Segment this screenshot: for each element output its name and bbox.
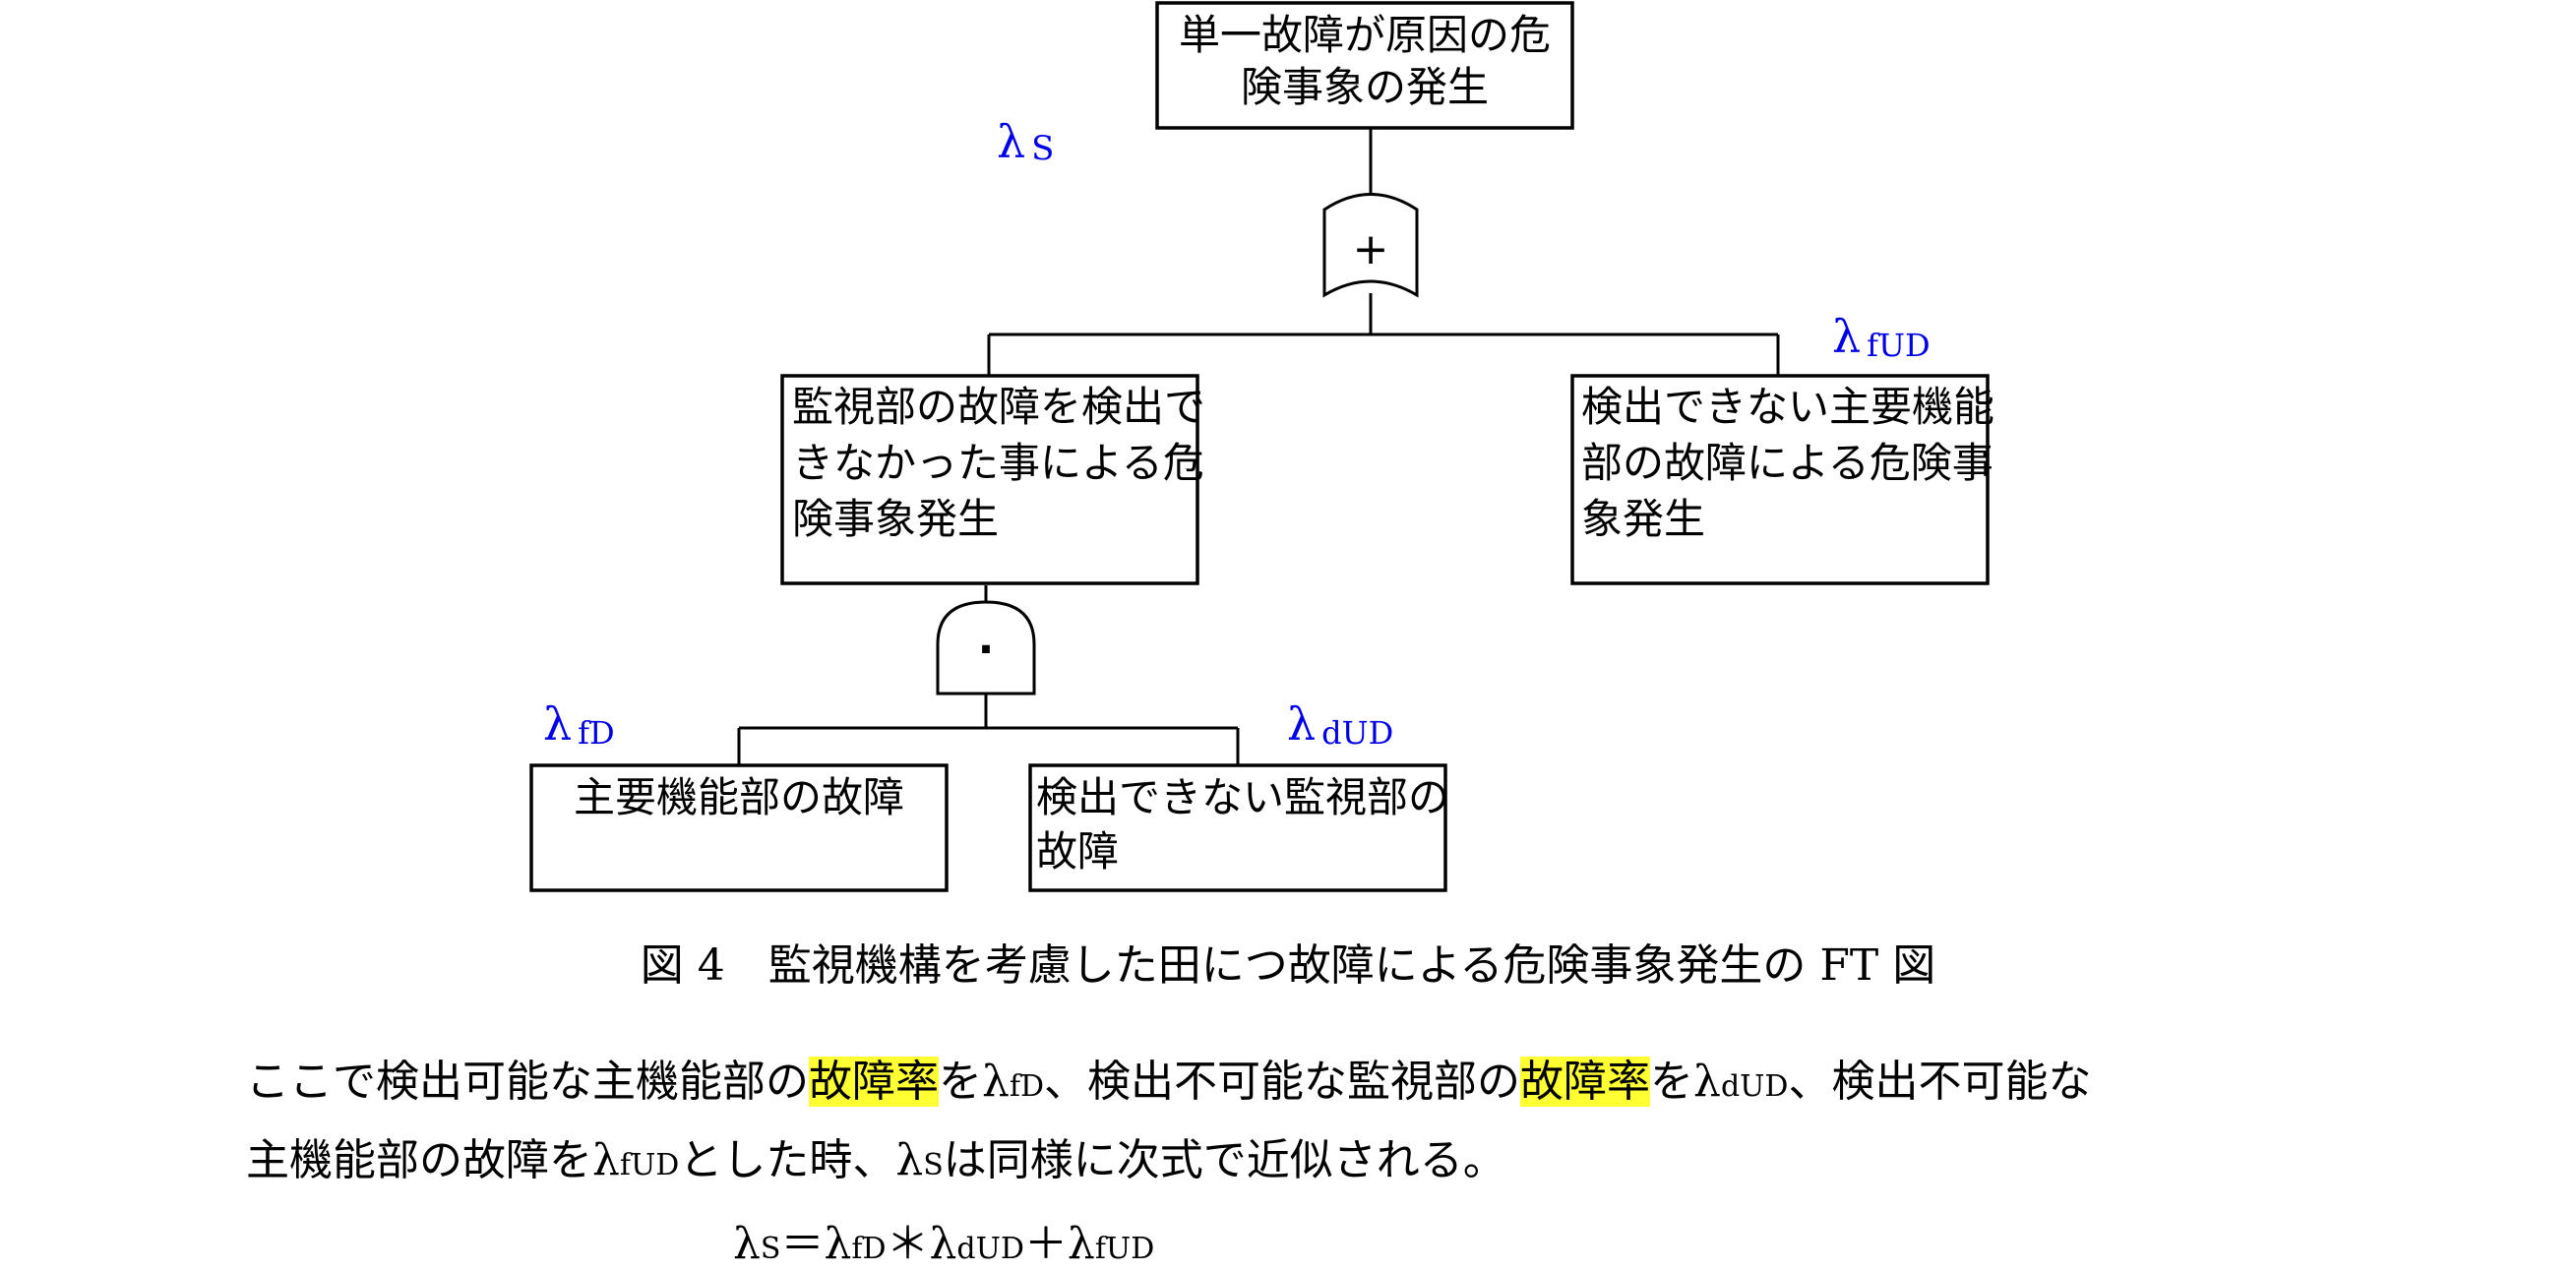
right-event-line-1: 検出できない主要機能 xyxy=(1581,383,1994,431)
top-event-box xyxy=(1155,1,1574,130)
or-gate-symbol: + xyxy=(1353,224,1389,274)
connector-lines xyxy=(737,128,1780,765)
top-event-line-2: 険事象の発生 xyxy=(1241,63,1489,111)
bottom-right-event-line-1: 検出できない監視部の xyxy=(1036,773,1449,821)
and-gate-symbol: · xyxy=(978,625,995,675)
left-event-line-2: きなかった事による危 xyxy=(792,439,1204,487)
bottom-right-event-line-2: 故障 xyxy=(1036,827,1119,876)
highlight-failure-rate-2: 故障率 xyxy=(1520,1057,1651,1107)
paragraph-line-2: 主機能部の故障をλfUDとした時、λSは同様に次式で近似される。 xyxy=(246,1135,1506,1185)
or-gate: + xyxy=(1322,193,1419,298)
right-event-box xyxy=(1570,374,1990,585)
right-event-line-2: 部の故障による危険事 xyxy=(1581,439,1993,487)
left-event-line-3: 険事象発生 xyxy=(792,495,999,543)
formula: λS＝λfD＊λdUD＋λfUD xyxy=(733,1219,1155,1269)
bottom-right-event-box xyxy=(1028,763,1447,892)
bottom-left-event-box xyxy=(529,763,949,892)
right-event-line-3: 象発生 xyxy=(1581,495,1705,543)
paragraph-line-1: ここで検出可能な主機能部の故障率をλfD、検出不可能な監視部の故障率をλdUD、… xyxy=(246,1057,2092,1107)
left-event-line-1: 監視部の故障を検出で xyxy=(792,383,1205,431)
highlight-failure-rate-1: 故障率 xyxy=(809,1057,939,1107)
left-event-box xyxy=(780,374,1199,585)
figure-caption: 図 4 監視機構を考慮した田につ故障による危険事象発生の FT 図 xyxy=(640,940,1936,991)
and-gate: · xyxy=(936,600,1036,696)
bottom-left-event-line-1: 主要機能部の故障 xyxy=(574,773,904,821)
top-event-line-1: 単一故障が原因の危 xyxy=(1179,11,1551,59)
